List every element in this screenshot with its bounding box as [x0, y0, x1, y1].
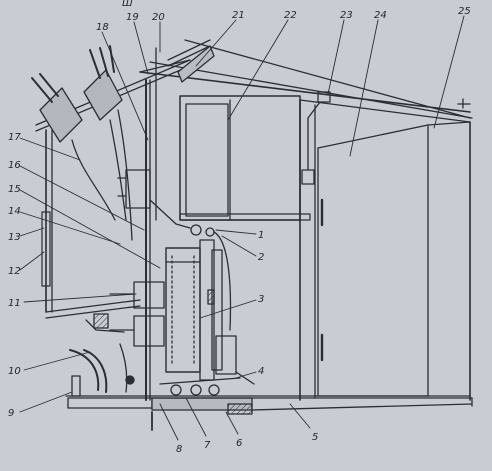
callout-2: 2 — [258, 252, 264, 263]
callout-20: 20 — [152, 12, 165, 23]
callout-labels: 1 2 3 4 5 6 7 8 9 10 11 12 13 14 15 16 1… — [8, 6, 471, 455]
lower-switch-blocks — [69, 281, 165, 397]
callout-15: 15 — [8, 184, 21, 195]
callout-24: 24 — [374, 10, 387, 21]
callout-4: 4 — [258, 366, 264, 377]
callout-1: 1 — [258, 230, 264, 241]
callout-17: 17 — [8, 132, 21, 143]
callout-8: 8 — [176, 444, 182, 455]
callout-14: 14 — [8, 206, 21, 217]
callout-13: 13 — [8, 232, 21, 243]
control-box — [179, 95, 311, 221]
callout-18: 18 — [96, 22, 109, 33]
callout-9: 9 — [8, 408, 14, 419]
leader-lines — [19, 15, 465, 441]
callout-12: 12 — [8, 266, 21, 277]
callout-16: 16 — [8, 160, 21, 171]
callout-7: 7 — [204, 440, 211, 451]
header-text: Ш — [122, 0, 133, 9]
callout-10: 10 — [8, 366, 21, 377]
callout-6: 6 — [236, 438, 242, 449]
transformer — [159, 231, 255, 396]
base-frame — [65, 395, 473, 431]
insulators — [31, 45, 133, 241]
callout-19: 19 — [126, 12, 139, 23]
callout-25: 25 — [458, 6, 471, 17]
left-housing — [41, 129, 141, 319]
main-cabinet — [299, 99, 471, 401]
callout-11: 11 — [8, 298, 21, 309]
support-posts — [145, 47, 157, 401]
callout-5: 5 — [312, 432, 318, 443]
callout-23: 23 — [340, 10, 353, 21]
callout-3: 3 — [258, 294, 264, 305]
callout-22: 22 — [284, 10, 297, 21]
callout-21: 21 — [232, 10, 245, 21]
switch-block — [117, 169, 215, 237]
